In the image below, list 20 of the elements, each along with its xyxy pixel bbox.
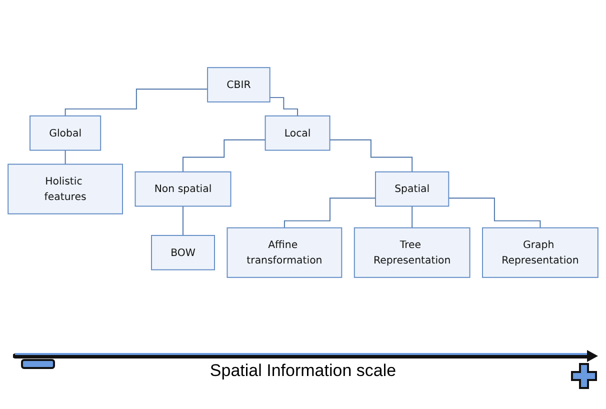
connector — [182, 206, 184, 236]
connector — [182, 139, 266, 172]
connector — [448, 198, 541, 228]
node-box: Local — [264, 115, 330, 151]
node-box: Affine transformation — [226, 227, 342, 278]
connector — [284, 198, 376, 228]
node-box: BOW — [151, 234, 215, 270]
connector — [412, 206, 413, 228]
connector — [64, 88, 208, 116]
connector — [64, 150, 66, 165]
connector — [269, 97, 298, 116]
connector — [329, 139, 413, 172]
node-box: Non spatial — [134, 171, 232, 207]
node-box: Tree Representation — [354, 227, 470, 278]
node-box: Global — [30, 115, 102, 151]
node-box: CBIR — [207, 67, 270, 102]
node-box: Graph Representation — [482, 227, 598, 278]
scale-label: Spatial Information scale — [210, 361, 396, 380]
node-box: Spatial — [375, 171, 450, 207]
node-box: Holistic features — [8, 164, 123, 214]
